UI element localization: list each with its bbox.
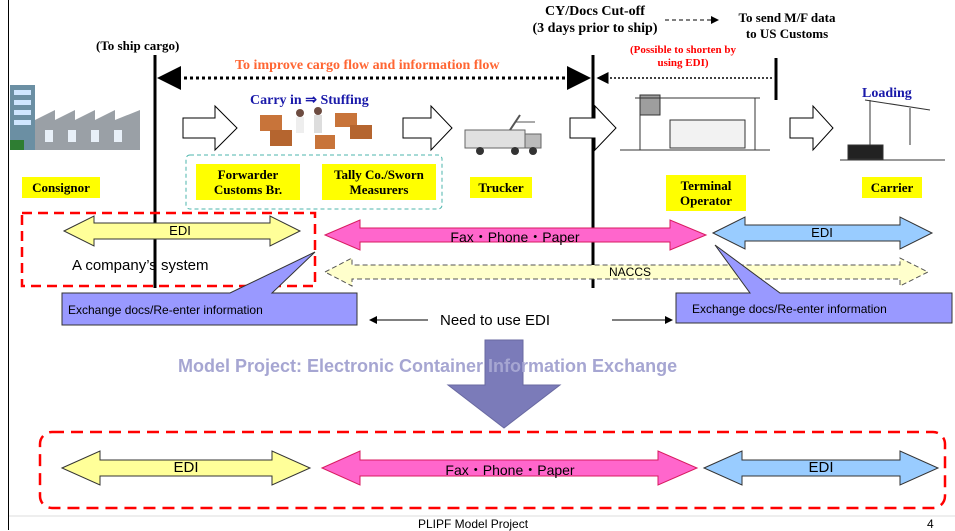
model-edi-left-text: EDI	[173, 459, 199, 476]
forwarder-line2: Customs Br.	[213, 182, 283, 197]
callout-right-shape	[675, 244, 953, 324]
edi-right-text: EDI	[811, 225, 833, 240]
carry-in-stuffing-label: Carry in ⇒ Stuffing	[250, 92, 369, 109]
cutoff-label: CY/Docs Cut-off (3 days prior to ship)	[520, 3, 670, 37]
fax-arrow	[323, 219, 708, 251]
send-mf-line1: To send M/F data	[738, 10, 836, 25]
carry-arrow: ⇒	[305, 93, 317, 108]
model-edi-right-arrow	[702, 450, 940, 486]
forwarder-label: Forwarder Customs Br.	[196, 164, 300, 200]
callout-left-text: Exchange docs/Re-enter information	[68, 303, 263, 317]
tally-label: Tally Co./Sworn Measurers	[322, 164, 436, 200]
shorten-note: (Possible to shorten by using EDI)	[608, 44, 758, 70]
send-mf-line2: to US Customs	[745, 26, 829, 41]
terminal-line2: Operator	[680, 193, 732, 208]
page-number: 4	[927, 517, 934, 531]
stuffing-group-box	[185, 154, 443, 210]
model-edi-right-text: EDI	[808, 459, 834, 476]
loading-label: Loading	[862, 86, 912, 101]
model-fax-text: Fax・Phone・Paper	[445, 462, 575, 478]
cutoff-line2: (3 days prior to ship)	[532, 21, 658, 36]
slide-left-border	[8, 0, 9, 530]
carry-in-text: Carry in	[250, 93, 302, 108]
trucker-label: Trucker	[470, 177, 532, 198]
fax-text: Fax・Phone・Paper	[450, 229, 580, 245]
truck-illustration	[464, 114, 542, 155]
stuffing-illustration	[260, 107, 372, 149]
down-arrow	[446, 339, 562, 429]
to-ship-cargo-label: (To ship cargo)	[96, 38, 180, 53]
naccs-text: NACCS	[608, 265, 651, 279]
send-mf-label: To send M/F data to US Customs	[722, 10, 852, 42]
tally-line1: Tally Co./Sworn	[334, 167, 424, 182]
footer-title: PLIPF Model Project	[418, 517, 529, 531]
model-fax-arrow	[320, 450, 699, 486]
model-project-box	[38, 430, 947, 510]
edi-right-arrow	[711, 216, 934, 250]
cutoff-line1: CY/Docs Cut-off	[545, 4, 645, 19]
stuffing-text: Stuffing	[320, 93, 369, 108]
carrier-label: Carrier	[862, 177, 922, 198]
terminal-operator-label: Terminal Operator	[666, 175, 746, 211]
edi-left-arrow	[62, 215, 302, 247]
improve-flow-label: To improve cargo flow and information fl…	[235, 58, 500, 73]
model-project-title: Model Project: Electronic Container Info…	[178, 356, 678, 376]
shorten-line1: (Possible to shorten by	[629, 44, 737, 56]
consignor-label: Consignor	[22, 177, 100, 198]
tally-line2: Measurers	[349, 182, 409, 197]
model-edi-left-arrow	[60, 450, 312, 486]
edi-left-text: EDI	[169, 223, 191, 238]
company-system-label: A company’s system	[72, 257, 209, 274]
terminal-crane-illustration	[620, 94, 770, 151]
factory-illustration	[10, 85, 140, 150]
forwarder-line1: Forwarder	[217, 167, 279, 182]
company-system-box	[20, 211, 317, 288]
carrier-ship-illustration	[840, 99, 945, 161]
terminal-line1: Terminal	[680, 178, 732, 193]
shorten-line2: using EDI)	[657, 57, 709, 69]
callout-right-text: Exchange docs/Re-enter information	[692, 302, 887, 316]
need-edi-label: Need to use EDI	[440, 312, 551, 329]
flow-arrow	[182, 104, 834, 152]
naccs-arrow	[323, 257, 930, 287]
callout-left-shape	[61, 251, 358, 326]
